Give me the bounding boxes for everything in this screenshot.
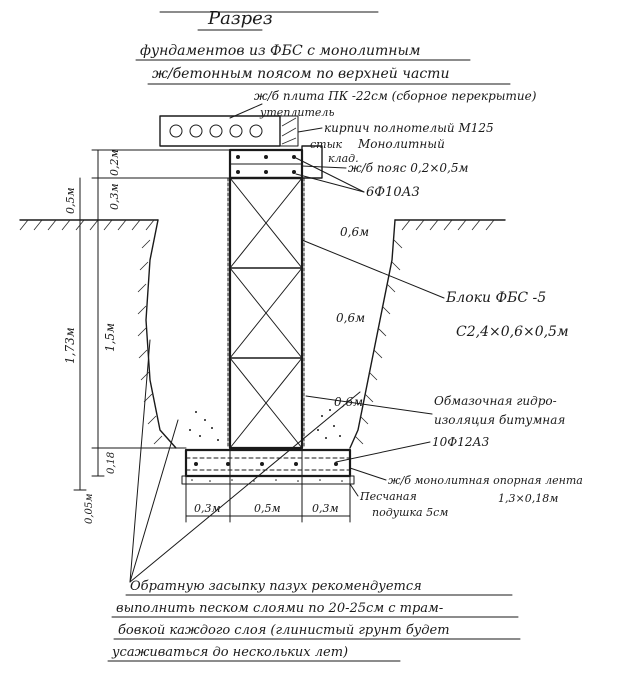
leader-note-1: [129, 339, 151, 583]
belt-rebars: [236, 155, 296, 174]
strip-footing: [181, 448, 355, 485]
block-wall-outline: [228, 176, 304, 450]
block-height-2: 0,6м: [336, 311, 365, 325]
block-cross-1: [229, 177, 303, 269]
dim-w2: 0,5м: [254, 502, 281, 515]
block-height-1: 0,6м: [340, 225, 369, 239]
label-seam: стык: [310, 138, 343, 151]
leader-waterproof: [305, 395, 433, 415]
backfill-dots: [189, 409, 341, 441]
dim-top-05: 0,5м: [64, 187, 77, 214]
label-block-size: С2,4×0,6×0,5м: [456, 324, 569, 340]
ground-hatch-left: [19, 219, 155, 231]
ground-surface: [19, 219, 506, 231]
block-cross-2: [229, 267, 303, 359]
note-line-3: бовкой каждого слоя (глинистый грунт буд…: [118, 623, 450, 638]
dim-03: 0,3м: [108, 183, 121, 210]
note-line-1: Обратную засыпку пазух рекомендуется: [130, 579, 422, 594]
pit-wall-left: [145, 219, 177, 449]
leader-slab: [229, 103, 263, 119]
dim-018: 0,18: [106, 452, 117, 474]
dim-ticks: [73, 149, 231, 491]
label-sand-1: Песчаная: [359, 490, 417, 503]
dim-w1: 0,3м: [194, 502, 221, 515]
leader-rebar-top-2: [295, 173, 365, 193]
ground-hatch-right: [401, 219, 495, 231]
monolithic-belt: [228, 145, 323, 180]
label-waterproof-2: изоляция битумная: [434, 413, 565, 427]
leader-belt: [301, 165, 347, 169]
note-line-2: выполнить песком слоями по 20-25см с тра…: [116, 601, 443, 616]
leader-tape: [349, 467, 387, 481]
sand-dots: [191, 479, 343, 482]
note-line-4: усаживаться до нескольких лет): [111, 645, 348, 660]
label-tape-2: 1,3×0,18м: [498, 492, 558, 505]
leader-note-3: [129, 391, 361, 583]
label-insulation: утеплитель: [259, 106, 334, 119]
dimension-chain-left: 0,2м 0,3м 0,5м 1,73м 1,5м 0,18 0,05м: [63, 149, 231, 524]
drawing-heading: Разрез: [207, 8, 273, 29]
leader-brick: [297, 127, 323, 133]
dim-005: 0,05м: [84, 493, 95, 524]
footing-outline: [184, 448, 352, 478]
label-rebar-bottom: 10Ф12А3: [432, 435, 490, 449]
dimension-chain-bottom: 0,3м 0,5м 0,3м: [185, 447, 351, 523]
label-waterproof-1: Обмазочная гидро-: [434, 394, 557, 408]
callouts: ж/б плита ПК -22см (сборное перекрытие) …: [229, 89, 583, 519]
slab-insulation-block: [279, 115, 299, 147]
label-blocks: Блоки ФБС -5: [445, 290, 546, 306]
label-belt: ж/б пояс 0,2×0,5м: [348, 161, 468, 175]
label-sand-2: подушка 5см: [372, 506, 448, 519]
footing-rebar-dots: [194, 462, 338, 466]
label-monolith: Монолитный: [357, 137, 445, 151]
title-line-1: фундаментов из ФБС с монолитным: [140, 43, 421, 59]
leader-rebar-top-1: [295, 157, 365, 193]
excavation-pit: [137, 219, 403, 449]
leader-rebar-bottom: [335, 441, 431, 463]
fbs-block-wall: [227, 176, 305, 450]
pit-wall-right: [349, 219, 396, 449]
leader-blocks: [301, 239, 445, 299]
dim-total: 1,73м: [63, 327, 77, 364]
label-brick: кирпич полнотелый М125: [324, 121, 494, 135]
title-block: Разрез фундаментов из ФБС с монолитным ж…: [135, 8, 511, 85]
leader-sand: [349, 483, 359, 497]
block-cross-3: [229, 357, 303, 449]
backfill-note: Обратную засыпку пазух рекомендуется вып…: [107, 339, 521, 662]
dim-02: 0,2м: [108, 149, 121, 176]
sand-cushion: [181, 475, 355, 485]
label-masonry: клад.: [328, 152, 359, 165]
label-slab: ж/б плита ПК -22см (сборное перекрытие): [254, 89, 537, 103]
label-rebar-top: 6Ф10А3: [366, 185, 420, 200]
pit-hatch-right: [354, 239, 403, 445]
title-line-2: ж/бетонным поясом по верхней части: [152, 66, 449, 82]
dim-mid: 1,5м: [103, 323, 117, 352]
precast-slab: [159, 115, 299, 147]
insulation-hatch: [281, 117, 297, 145]
slab-hollow-cores: [169, 124, 263, 138]
leader-note-2: [129, 419, 179, 583]
dim-w3: 0,3м: [312, 502, 339, 515]
label-tape-1: ж/б монолитная опорная лента: [388, 474, 583, 487]
